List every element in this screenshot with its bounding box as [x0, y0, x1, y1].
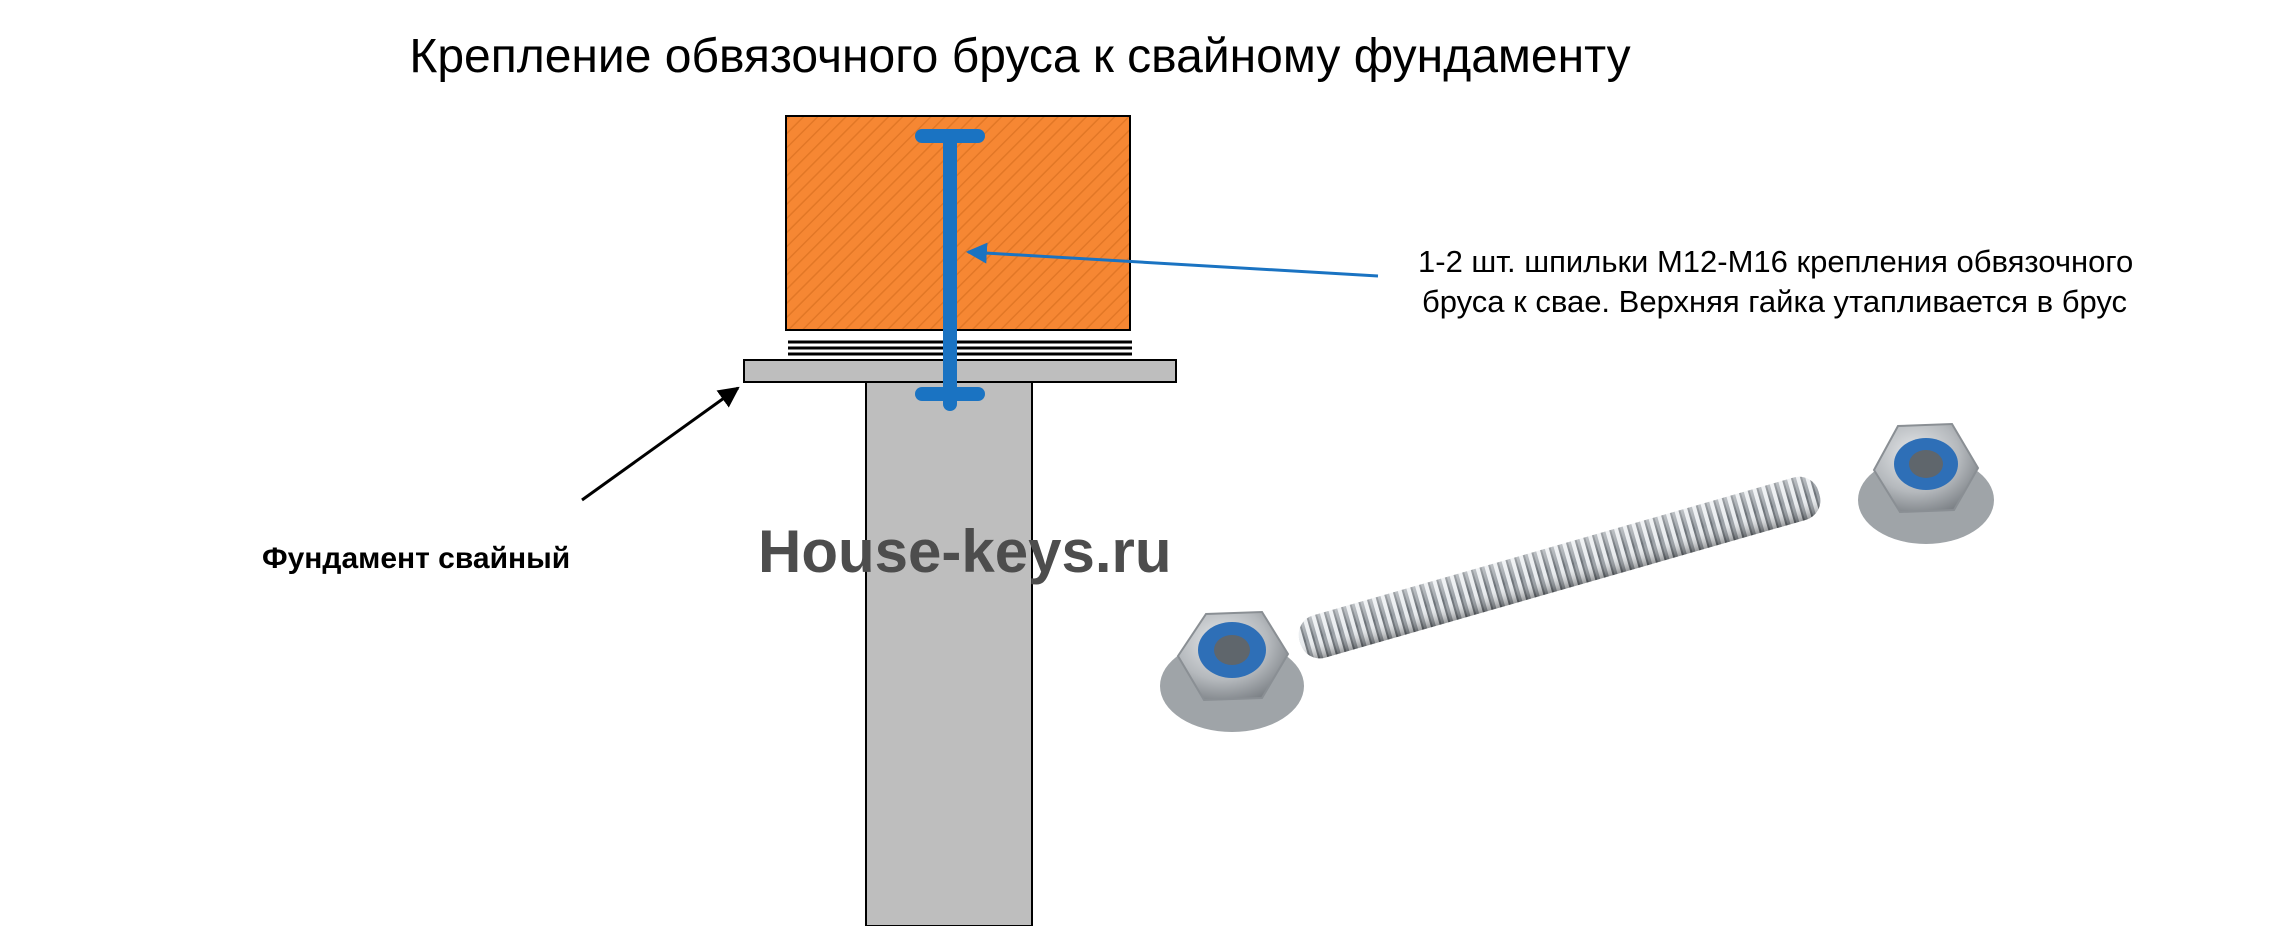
stud-callout-line-1: 1-2 шт. шпильки М12-М16 крепления обвязо… — [1418, 244, 2133, 279]
flange-nut-left-icon — [1160, 610, 1304, 732]
flange-nut-right-icon — [1858, 422, 1994, 544]
pile-column — [865, 381, 1033, 926]
watermark-text: House-keys.ru — [758, 518, 1172, 585]
threaded-rod-icon — [1298, 476, 1821, 659]
pile-head-plate — [743, 359, 1177, 383]
stud-callout-line-2: бруса к свае. Верхняя гайка утапливается… — [1422, 284, 2127, 319]
wooden-beam-cross-section — [785, 115, 1131, 331]
stud-callout-arrow — [965, 242, 1379, 278]
foundation-label: Фундамент свайный — [262, 542, 570, 575]
diagram-title: Крепление обвязочного бруса к свайному ф… — [409, 30, 1630, 83]
waterproofing-layers — [788, 340, 1132, 356]
threaded-stud-icon — [915, 129, 985, 411]
foundation-arrow — [581, 386, 740, 502]
